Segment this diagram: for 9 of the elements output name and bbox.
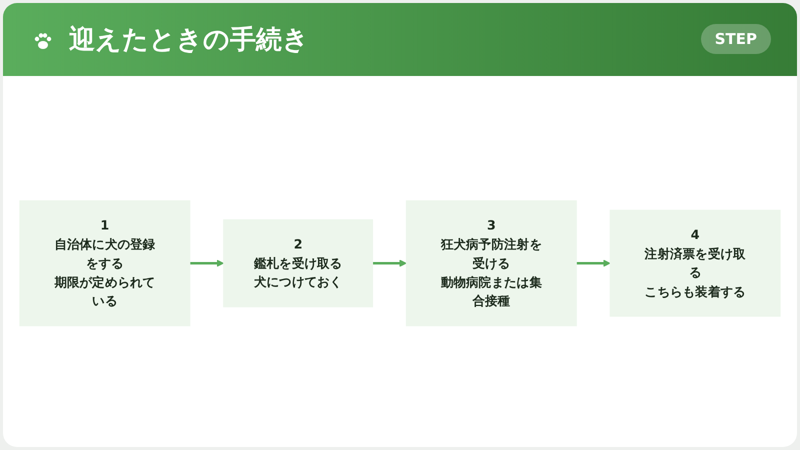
arrow bbox=[190, 259, 224, 267]
node-box: 2 鑑札を受け取る 犬につけておく bbox=[223, 219, 374, 307]
title: 迎えたときの手続き bbox=[69, 24, 309, 57]
node-box: 3 狂犬病予防注射を受ける 動物病院または集合接種 bbox=[406, 200, 577, 326]
node-box: 4 注射済票を受け取る こちらも装着する bbox=[610, 210, 781, 316]
arrow bbox=[576, 259, 610, 267]
arrow bbox=[372, 259, 407, 267]
step-badge: STEP bbox=[700, 24, 771, 54]
node-box: 1 自治体に犬の登録をする 期限が定められている bbox=[19, 200, 190, 326]
